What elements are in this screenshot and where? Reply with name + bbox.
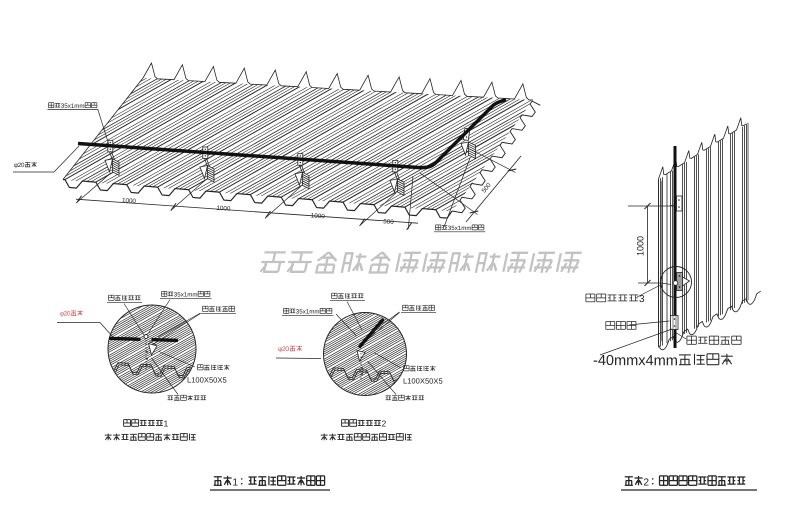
svg-text:L100X50X5: L100X50X5 (187, 376, 227, 385)
svg-text:1000: 1000 (635, 236, 645, 256)
svg-text:1000: 1000 (216, 205, 231, 213)
svg-text:35x1mm: 35x1mm (448, 225, 472, 232)
svg-text:1: 1 (163, 419, 168, 429)
svg-text:2: 2 (643, 478, 649, 489)
svg-text:500: 500 (383, 218, 394, 226)
svg-text:1000: 1000 (122, 197, 137, 205)
svg-text:35x1mm: 35x1mm (296, 309, 320, 316)
svg-text:2: 2 (381, 419, 386, 429)
svg-text:1: 1 (232, 478, 238, 489)
svg-text:35x1mm: 35x1mm (61, 103, 85, 110)
svg-text:φ20: φ20 (14, 162, 25, 169)
svg-text:L100X50X5: L100X50X5 (403, 377, 443, 386)
svg-text:35x1mm: 35x1mm (174, 292, 198, 299)
svg-text:-40mmx4mm: -40mmx4mm (593, 353, 678, 369)
svg-text:φ20: φ20 (60, 311, 71, 318)
svg-text:φ20: φ20 (278, 346, 289, 353)
svg-text:1000: 1000 (311, 212, 326, 220)
